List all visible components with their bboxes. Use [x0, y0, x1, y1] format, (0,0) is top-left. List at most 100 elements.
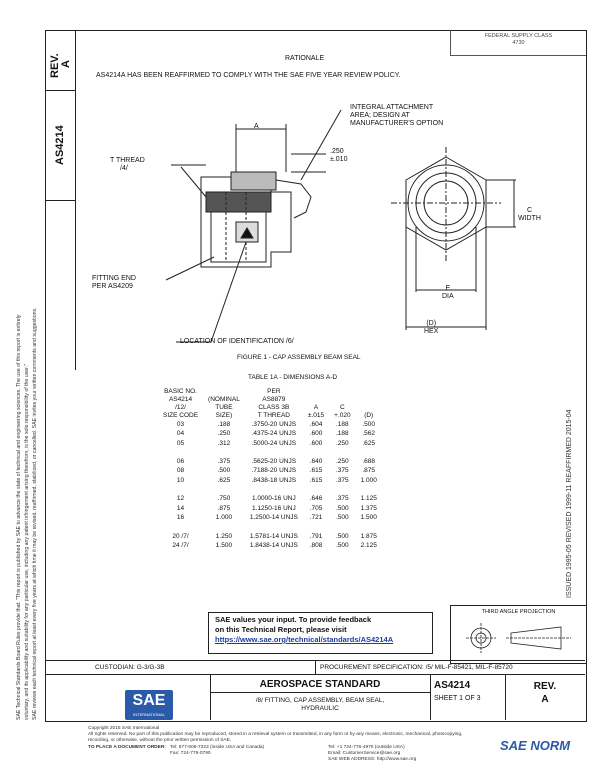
footer-rights: All rights reserved. No part of this pub… [88, 732, 463, 738]
lbl-integral: INTEGRAL ATTACHMENT [350, 104, 434, 111]
lbl-fitting2: PER AS4209 [92, 283, 133, 290]
table-header-cell [356, 404, 382, 412]
title-block-divider-1 [315, 660, 316, 674]
table-cell: .500 [362, 421, 376, 428]
attachment-arm [275, 179, 312, 219]
table-cell: 20 /7/ [172, 532, 189, 540]
thread-section [205, 191, 272, 213]
lbl-hex: HEX [424, 328, 439, 335]
rev-value-block: A [541, 694, 549, 705]
table-cell: 04 [176, 430, 185, 438]
table-cell: .875 [362, 467, 376, 475]
table-header-cell: SIZE) [215, 412, 233, 419]
lbl-250: .250 [330, 148, 344, 155]
table-cell: .625 [362, 439, 376, 447]
table-row: 08.500.7188-20 UNJS.615.375.875 [158, 466, 382, 475]
third-angle-label: THIRD ANGLE PROJECTION [481, 609, 556, 615]
table-row [158, 448, 382, 457]
table-cell [303, 485, 329, 494]
table-cell: 1.250 [215, 532, 233, 540]
feedback-line1: SAE values your input. To provide feedba… [215, 615, 372, 624]
table-header-cell: PER [267, 388, 281, 395]
title-line2: HYDRAULIC [301, 705, 339, 712]
doc-number-vertical: AS4214 [54, 125, 66, 165]
table-cell: .375 [336, 467, 349, 475]
table-cell: .625 [217, 476, 231, 484]
figure-caption: FIGURE 1 - CAP ASSEMBLY BEAM SEAL [237, 354, 361, 361]
table-cell [329, 448, 355, 457]
footer-order: TO PLACE A DOCUMENT ORDER: [88, 744, 166, 750]
table-header-cell [329, 396, 355, 404]
title-block-line-2 [45, 674, 585, 675]
title-block-divider-4 [505, 674, 506, 720]
legal-note-3: SAE reviews each technical report at lea… [32, 307, 38, 721]
issue-dates: ISSUED 1995-05 REVISED 1999-11 REAFFIRME… [566, 409, 573, 598]
table-cell: .500 [336, 513, 349, 521]
table-cell: 14 [176, 504, 185, 512]
table-cell: .705 [309, 504, 323, 512]
table-row [158, 522, 382, 531]
table-header-cell: C [339, 404, 345, 411]
table-caption: TABLE 1A - DIMENSIONS A-D [248, 374, 338, 381]
t-thread-label: T THREAD /4/ [110, 157, 145, 173]
table-cell: .8438-18 UNJS [251, 476, 297, 484]
table-cell: .562 [362, 430, 376, 438]
fitting-end-label: FITTING END PER AS4209 [92, 275, 136, 291]
table-row: 04.250.4375-24 UNJS.600.188.562 [158, 429, 382, 438]
title-block-divider-2 [210, 674, 211, 720]
table-cell: 1.0000-16 UNJ [251, 495, 296, 503]
integral-attachment-area [230, 171, 277, 191]
table-header-cell: TUBE [215, 404, 233, 411]
table-row: 05.312.5000-24 UNJS.600.250.625 [158, 439, 382, 448]
table-cell: .500 [336, 532, 349, 540]
table-cell: .500 [336, 504, 349, 512]
table-header-cell [203, 388, 245, 396]
table-header-cell: /12/ [175, 404, 186, 411]
lbl-area: AREA; DESIGN AT [350, 112, 410, 119]
fed-class-text: FEDERAL SUPPLY CLASS 4730 [484, 33, 553, 46]
table-row: 06.375.5625-20 UNJS.640.250.688 [158, 457, 382, 466]
lbl-tthread2: /4/ [120, 165, 128, 172]
table-cell [203, 522, 245, 531]
table-cell: 1.1250-16 UNJ [251, 504, 296, 512]
feedback-link[interactable]: https://www.sae.org/technical/standards/… [215, 635, 394, 644]
doc-box-divider [45, 200, 76, 201]
table-cell: .600 [309, 430, 323, 438]
lbl-d: (D) [426, 320, 437, 327]
title-block-divider-3 [430, 674, 431, 720]
table-cell [245, 522, 303, 531]
table-header-cell [356, 396, 382, 404]
footer-rights2: recording, or otherwise, without the pri… [88, 738, 232, 744]
table-cell: 03 [176, 421, 185, 428]
lbl-dia: DIA [442, 293, 454, 300]
table-header-cell [329, 388, 355, 396]
footer-web[interactable]: SAE WEB ADDRESS: http://www.sae.org [328, 756, 417, 762]
footer-tel1: Tel: 877-606-7323 (inside USA and Canada… [170, 744, 265, 750]
integral-attachment-label: INTEGRAL ATTACHMENT AREA; DESIGN AT MANU… [350, 104, 443, 128]
table-header-cell: A [313, 404, 319, 411]
lbl-width: WIDTH [518, 215, 541, 222]
document-title: /8/ FITTING, CAP ASSEMBLY, BEAM SEAL, HY… [210, 697, 430, 713]
table-cell: .640 [309, 458, 323, 466]
table-cell: 1.5781-14 UNJS [249, 532, 298, 540]
table-cell [158, 522, 203, 531]
table-cell [356, 485, 382, 494]
table-cell: .500 [217, 467, 231, 475]
sae-logo-sub: INTERNATIONAL [133, 712, 165, 717]
table-cell: .250 [217, 430, 231, 438]
table-cell: .375 [336, 495, 349, 503]
table-cell: .4375-24 UNJS [251, 430, 297, 438]
sheet-number: SHEET 1 OF 3 [434, 695, 481, 702]
table-cell: 1.000 [215, 513, 233, 521]
table-cell: .875 [217, 504, 231, 512]
table-cell: .604 [309, 421, 323, 428]
footer-tel2: Tel: +1 724-776-4970 (outside USA) [328, 744, 405, 750]
table-header-cell: T THREAD [257, 412, 290, 419]
footer-order-row: TO PLACE A DOCUMENT ORDER: Tel: 877-606-… [88, 745, 528, 763]
table-cell [303, 448, 329, 457]
rev-header: REV. A [49, 53, 72, 78]
feedback-line2: on this Technical Report, please visit [215, 625, 347, 634]
